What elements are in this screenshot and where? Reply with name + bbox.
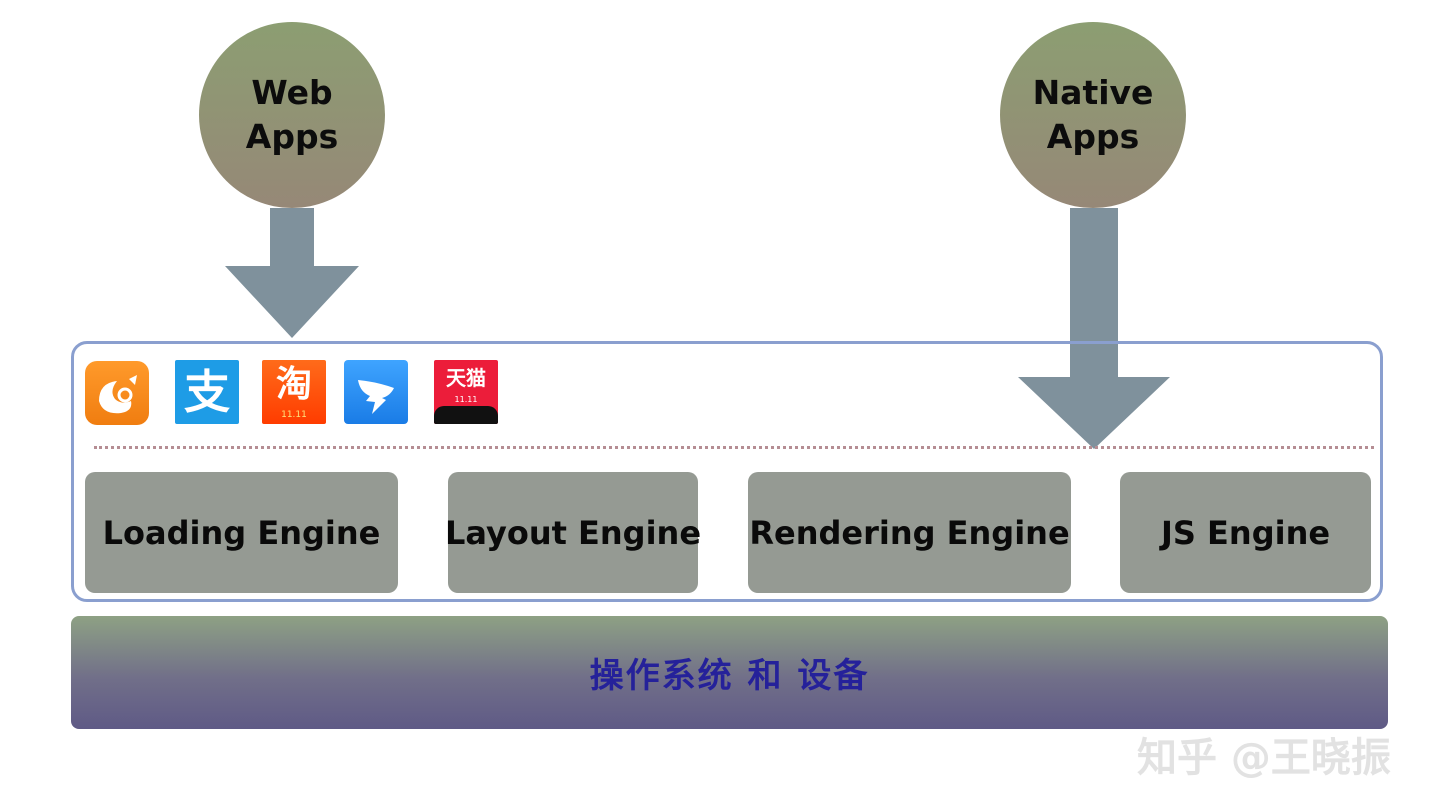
- tmall-icon: 天猫 11.11: [434, 360, 498, 424]
- web-apps-line2: Apps: [245, 117, 339, 156]
- js-engine-box: JS Engine: [1120, 472, 1371, 593]
- engine-container: [71, 341, 1383, 602]
- taobao-icon: 淘 11.11: [262, 360, 326, 424]
- native-apps-line2: Apps: [1046, 117, 1140, 156]
- uc-browser-icon: [85, 361, 149, 425]
- taobao-glyph: 淘: [275, 364, 312, 405]
- taobao-sub: 11.11: [281, 410, 307, 420]
- dingtalk-icon: [344, 360, 408, 424]
- alipay-glyph: 支: [184, 365, 230, 419]
- loading-engine-box: Loading Engine: [85, 472, 398, 593]
- tmall-cat-icon: [434, 406, 498, 424]
- os-label: 操作系统 和 设备: [589, 656, 870, 696]
- tmall-sub: 11.11: [454, 395, 478, 404]
- rendering-engine-box: Rendering Engine: [748, 472, 1071, 593]
- web-apps-line1: Web: [251, 73, 333, 112]
- web-apps-arrow: [225, 208, 359, 338]
- web-apps-circle: Web Apps: [199, 22, 385, 208]
- layout-engine-box: Layout Engine: [445, 472, 701, 593]
- os-and-device-bar: 操作系统 和 设备: [71, 616, 1388, 729]
- native-apps-circle: Native Apps: [1000, 22, 1186, 208]
- watermark: 知乎 @王晓振: [1137, 735, 1391, 781]
- tmall-glyph: 天猫: [446, 366, 486, 390]
- native-apps-line1: Native: [1032, 73, 1154, 112]
- dotted-divider: [94, 446, 1374, 449]
- alipay-icon: 支: [175, 360, 239, 424]
- native-apps-arrow: [1018, 208, 1170, 449]
